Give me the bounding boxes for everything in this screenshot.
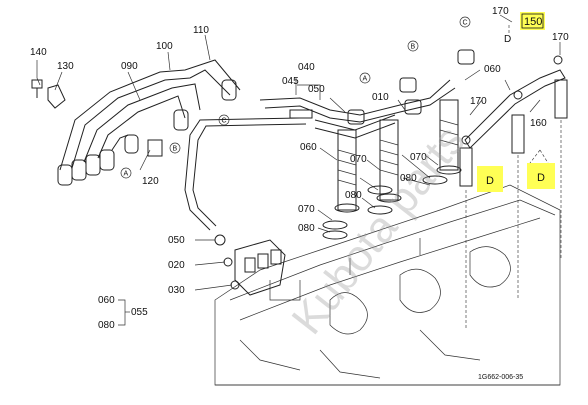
clamp-bolt [31,79,66,109]
label-090: 090 [121,61,138,72]
label-050-bottom: 050 [168,235,185,246]
label-020: 020 [168,260,185,271]
label-060-left: 060 [300,142,317,153]
label-070-c: 070 [298,204,315,215]
highlight-d-b [527,163,555,189]
pipe-fittings [57,79,237,186]
label-d-top: D [504,34,511,45]
fuel-pipes [59,59,241,171]
label-160: 160 [530,118,547,129]
label-120: 120 [142,176,159,187]
label-110: 110 [193,25,209,36]
marker-a-left: A [124,171,129,178]
leader-lines [36,14,562,330]
label-080-a: 080 [345,190,362,201]
marker-a-right: A [363,76,368,83]
highlight-150 [520,12,545,30]
part-labels: 140 130 090 100 110 120 040 045 050 010 … [30,6,569,381]
label-d-b: D [537,172,545,184]
label-170-mid: 170 [470,96,487,107]
glow-plugs [459,55,568,187]
marker-c-right: C [463,20,468,27]
marker-c-left: C [222,118,227,125]
label-080-bottom: 080 [98,320,115,331]
engine-block [214,184,561,386]
label-d-a: D [486,175,494,187]
label-060-top: 060 [484,64,501,75]
injectors [322,99,462,240]
label-140: 140 [30,47,47,58]
label-170-right: 170 [552,32,569,43]
label-150: 150 [524,16,542,28]
marker-b-left: B [173,146,178,153]
marker-b-right: B [411,44,416,51]
highlight-d-a [477,166,503,192]
label-040: 040 [298,62,315,73]
label-070-a: 070 [350,154,367,165]
label-030: 030 [168,285,185,296]
injection-pump [214,234,286,296]
diagram-code: 1G662-006-35 [478,374,523,381]
label-010: 010 [372,92,389,103]
label-055: 055 [131,307,148,318]
box-150 [521,13,544,29]
label-130: 130 [57,61,74,72]
circle-markers: A B C A B C [120,16,471,179]
label-050-top: 050 [308,84,325,95]
label-100: 100 [156,41,173,52]
label-080-c: 080 [298,223,315,234]
nozzle-tops [347,49,475,125]
label-045: 045 [282,76,299,87]
label-060-bottom: 060 [98,295,115,306]
label-170-top: 170 [492,6,509,17]
label-070-b: 070 [410,152,427,163]
label-080-b: 080 [400,173,417,184]
